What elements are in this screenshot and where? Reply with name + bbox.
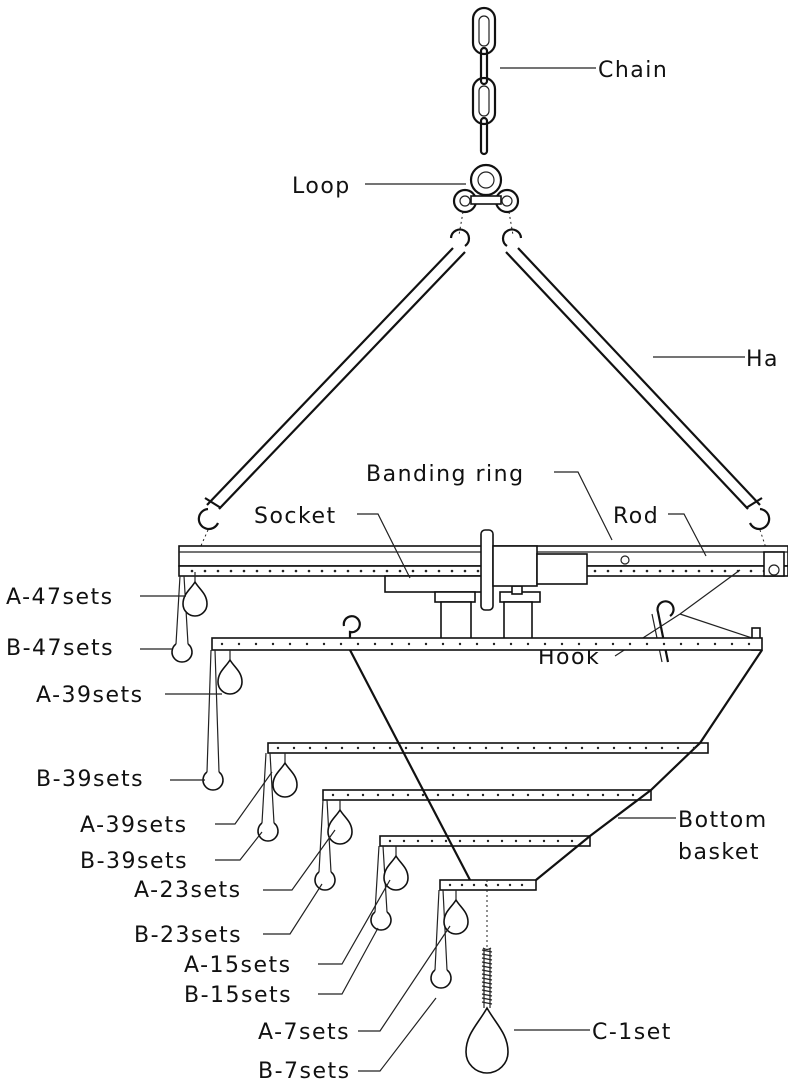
banding-ring-leader-line xyxy=(554,471,613,541)
socket-block xyxy=(384,575,541,645)
hanger-right xyxy=(501,228,771,531)
b39-2-drop-icon xyxy=(257,752,279,842)
bottom-basket-label-2: basket xyxy=(678,840,760,865)
rod-end-clip xyxy=(763,551,785,577)
bottom-basket xyxy=(211,637,763,891)
loop-label: Loop xyxy=(292,174,351,199)
c1-label: C-1set xyxy=(592,1020,672,1045)
a47-drop-icon xyxy=(182,572,208,617)
center-drop-c-icon xyxy=(465,947,509,1074)
b23-label: B-23sets xyxy=(134,923,242,948)
b15-label: B-15sets xyxy=(184,983,292,1008)
a7-label: A-7sets xyxy=(258,1020,350,1045)
loop-icon xyxy=(452,163,520,214)
a39-1-label: A-39sets xyxy=(36,683,144,708)
b39-2-label: B-39sets xyxy=(80,849,188,874)
rod-label: Rod xyxy=(613,504,659,529)
a7-drop-icon xyxy=(443,890,469,935)
hook-icon xyxy=(651,600,675,663)
a39-2-drop-icon xyxy=(272,753,298,798)
b7-label: B-7sets xyxy=(258,1059,351,1084)
b7-drop-icon xyxy=(430,889,452,989)
a15-label: A-15sets xyxy=(184,953,292,978)
bottom-basket-label-1: Bottom xyxy=(678,808,768,833)
b39-1-drop-icon xyxy=(202,649,224,791)
basket-hook-left-icon xyxy=(342,615,361,640)
chain-label: Chain xyxy=(598,58,668,83)
a39-1-drop-icon xyxy=(217,650,243,695)
b15-drop-icon xyxy=(370,845,392,931)
a23-label: A-23sets xyxy=(134,878,242,903)
rod-leader-line xyxy=(668,513,707,557)
hanger-label: Ha xyxy=(746,347,779,372)
a39-2-label: A-39sets xyxy=(80,813,188,838)
a47-label: A-47sets xyxy=(6,585,114,610)
socket-leader-line xyxy=(357,513,411,579)
banding-ring xyxy=(480,529,630,611)
b23-drop-icon xyxy=(314,799,336,891)
a15-drop-icon xyxy=(383,846,409,891)
b47-label: B-47sets xyxy=(6,636,114,661)
chain-icon xyxy=(471,6,497,156)
hanger-left xyxy=(197,228,471,531)
socket-label: Socket xyxy=(254,504,337,529)
banding-ring-label: Banding ring xyxy=(366,462,525,487)
a23-drop-icon xyxy=(327,800,353,845)
b39-1-label: B-39sets xyxy=(36,767,144,792)
